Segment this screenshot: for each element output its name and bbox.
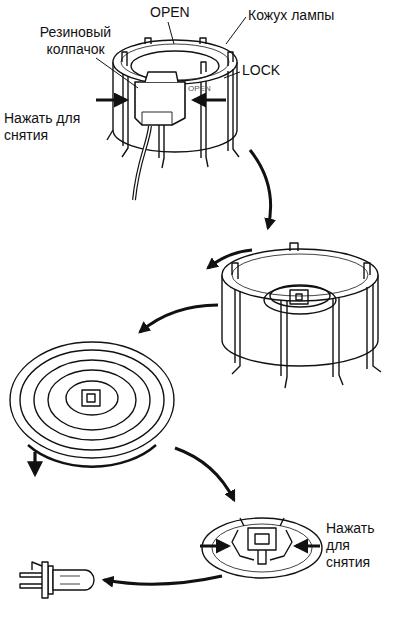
turn-arrow [33, 452, 36, 474]
step-arrow [104, 150, 271, 584]
lamp-housing-open [222, 243, 381, 388]
halogen-bulb [20, 562, 94, 598]
instruction-label: Нажать для снятия [326, 520, 396, 570]
lamp-disc [10, 342, 174, 467]
position-label: OPEN [150, 4, 210, 21]
position-mark: OPEN [188, 84, 218, 94]
leader-line [96, 17, 246, 88]
push-arrow [200, 545, 320, 548]
instruction-label: Нажать для снятия [4, 110, 84, 144]
lamp-housing [107, 38, 239, 200]
bulb-holder [202, 518, 322, 578]
push-arrow [96, 99, 226, 102]
part-label: Резиновый колпачок [28, 24, 123, 58]
position-label: LOCK [242, 62, 302, 79]
part-label: Кожух лампы [248, 7, 388, 24]
